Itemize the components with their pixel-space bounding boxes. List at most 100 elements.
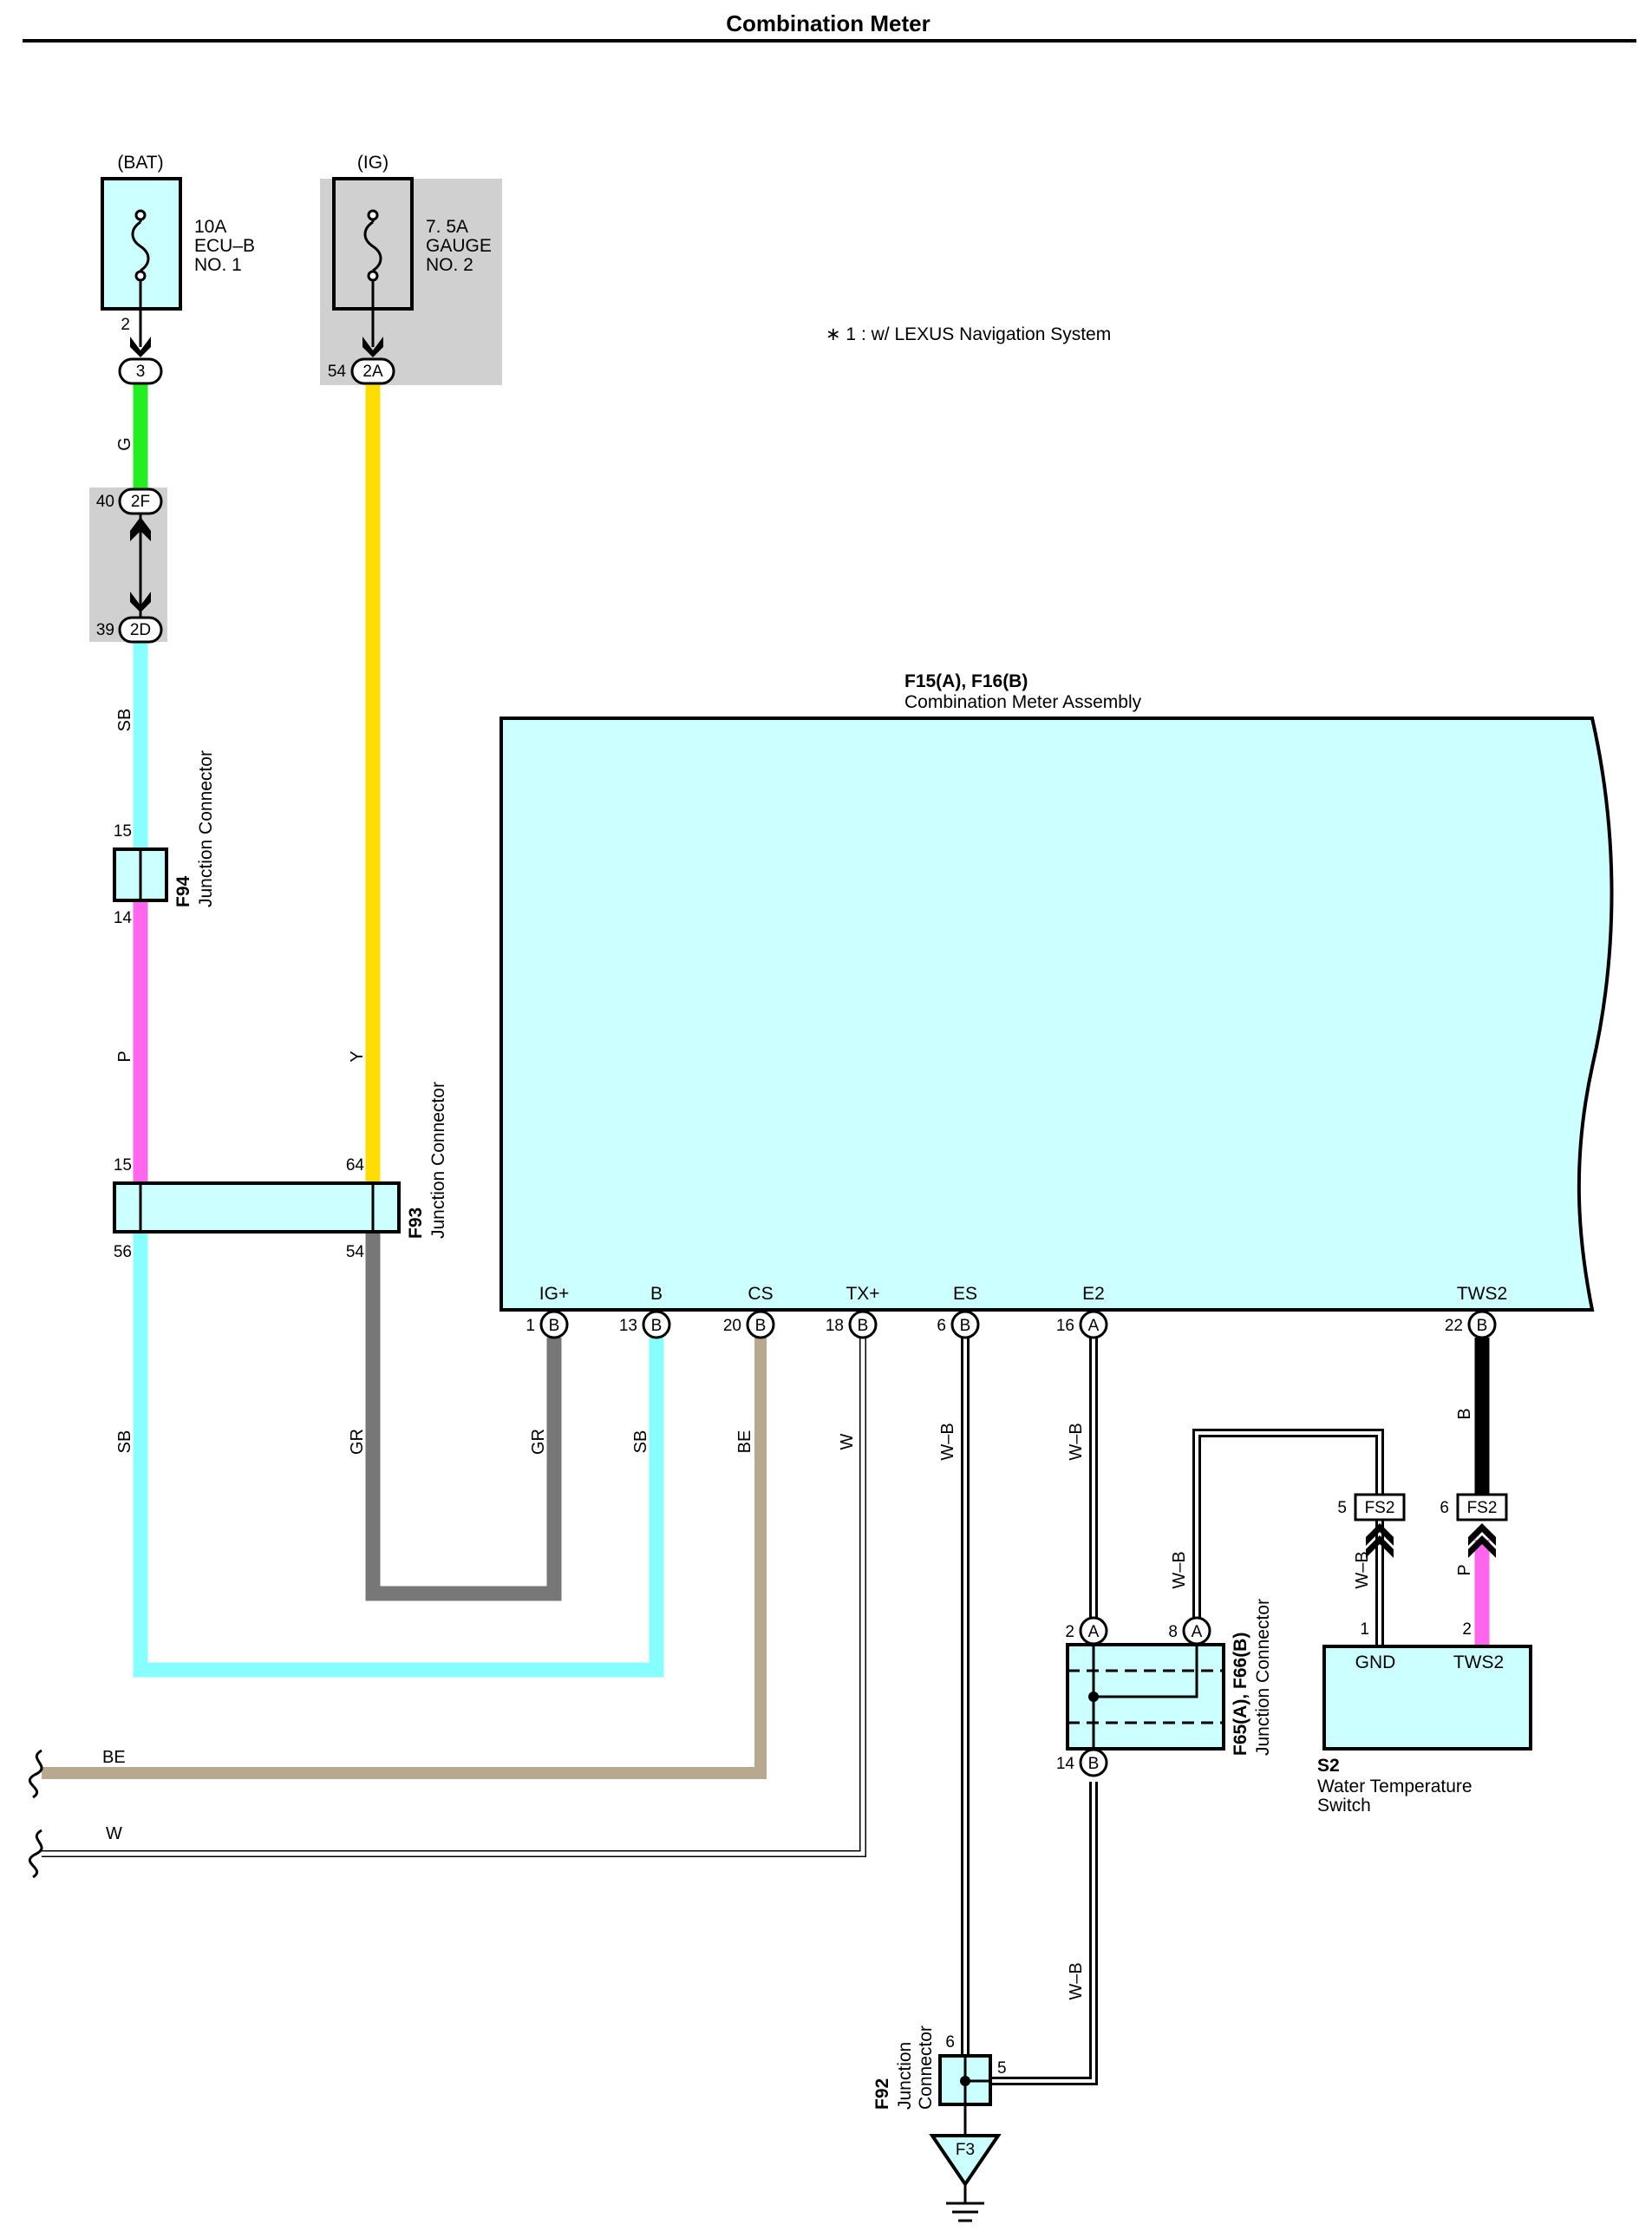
f93-pin-b-top: 64	[346, 1156, 365, 1175]
terminal-pin: 16	[1056, 1317, 1074, 1335]
f92-name1: Junction	[895, 2042, 915, 2110]
fuse1-name2: NO. 1	[194, 255, 242, 275]
connector-2f-arrow	[130, 517, 151, 541]
wire-wb-fs2	[1195, 1431, 1381, 1622]
terminal-tws2: TWS2 B 22	[1445, 1284, 1507, 1339]
terminal-conn: A	[1088, 1317, 1100, 1335]
fuse1-arrow	[130, 337, 151, 357]
fs2-connector-1-pin: 5	[1337, 1499, 1347, 1517]
terminal-circle	[539, 1310, 569, 1339]
f93-pin-b-bottom: 54	[346, 1243, 365, 1261]
wire-label-w-horizontal: W	[106, 1824, 122, 1843]
f93-code: F93	[406, 1207, 426, 1239]
fuse1-name1: ECU–B	[194, 236, 255, 256]
f65-pin2-num: 2	[1065, 1623, 1074, 1641]
note-text: ∗ 1 : w/ LEXUS Navigation System	[826, 324, 1111, 344]
fuse1-pin: 2	[121, 316, 130, 334]
terminal-name: CS	[748, 1284, 773, 1304]
f94-code: F94	[173, 875, 193, 907]
f93-name: Junction Connector	[428, 1082, 448, 1239]
wire-label-p-left: P	[115, 1050, 134, 1062]
terminal-pin: 6	[937, 1317, 946, 1335]
wire-label-be-horizontal: BE	[102, 1748, 126, 1767]
s2-name1: Water Temperature	[1317, 1777, 1472, 1796]
f65-pin14-circle	[1079, 1748, 1108, 1777]
connector-2f-pin: 40	[96, 493, 114, 511]
wire-label-g: G	[115, 437, 134, 451]
terminal-name: B	[650, 1284, 663, 1304]
f93-pin-a-bottom: 56	[114, 1243, 132, 1261]
wire-label-wb-f92: W–B	[1067, 1962, 1086, 1999]
f94-pin-bottom: 14	[114, 909, 133, 927]
f92-splice-dot	[960, 2076, 970, 2086]
f94-name: Junction Connector	[196, 750, 216, 907]
wire-w	[42, 1338, 865, 1856]
f92-pin-top: 6	[945, 2033, 955, 2052]
f65-name: Junction Connector	[1253, 1599, 1273, 1756]
terminal-e2: E2 A 16	[1056, 1284, 1108, 1339]
f65-pin8-num: 8	[1168, 1623, 1178, 1641]
terminal-conn: B	[960, 1317, 971, 1335]
connector-2d-id: 2D	[130, 621, 151, 639]
connector-2d-pin: 39	[96, 621, 114, 639]
f65-pin8-conn: A	[1192, 1623, 1203, 1641]
f92-code: F92	[872, 2078, 892, 2110]
meter-box	[500, 717, 1614, 1312]
fuse2-icon	[363, 220, 382, 272]
fs2-connector-1-id: FS2	[1365, 1499, 1395, 1517]
fs2-connector-2-pin: 6	[1440, 1499, 1449, 1517]
wire-be	[42, 1338, 767, 1779]
wire-break-be	[28, 1749, 43, 1799]
fuse1-connector	[118, 357, 163, 385]
wire-label-gr-left: GR	[348, 1429, 367, 1455]
fs2-arrow-1b	[1366, 1535, 1394, 1558]
s2-box	[1322, 1645, 1532, 1750]
terminal-pin: 1	[526, 1317, 535, 1335]
wire-gr-loop	[365, 1232, 562, 1601]
terminal-es: ES B 6	[937, 1284, 980, 1339]
terminal-circle	[950, 1310, 980, 1339]
wire-label-wb-es: W–B	[938, 1423, 957, 1460]
fs2-arrow-2b	[1468, 1535, 1496, 1558]
fuse2-name1: GAUGE	[426, 236, 492, 256]
fuse2-connector	[350, 357, 395, 385]
s2-name2: Switch	[1317, 1796, 1371, 1816]
wire-wb-f92-outline	[977, 1782, 1098, 2085]
fs2-connector-1	[1354, 1493, 1406, 1521]
s2-term-tws2: TWS2	[1453, 1652, 1504, 1672]
terminal-pin: 20	[723, 1317, 741, 1335]
f92-pin-right: 5	[997, 2059, 1007, 2078]
fuse1-icon	[131, 220, 150, 272]
wire-label-y: Y	[348, 1050, 367, 1062]
terminal-conn: B	[1477, 1317, 1488, 1335]
wire-label-gr-right: GR	[529, 1429, 548, 1455]
wire-break-w	[28, 1829, 43, 1879]
wire-sb-loop	[133, 1232, 664, 1678]
s2-code: S2	[1317, 1756, 1340, 1776]
meter-terminals: IG+ B 1 B B 13 CS B 20 TX+ B 18 ES B 6	[526, 1284, 1507, 1339]
wire-label-wb-gnd: W–B	[1353, 1551, 1372, 1588]
page-title: Combination Meter	[726, 10, 930, 36]
ground-f3-id: F3	[956, 2141, 975, 2159]
fuse2-rating: 7. 5A	[426, 217, 468, 237]
fuse2-arrow	[362, 337, 383, 357]
wire-label-sb-right: SB	[631, 1430, 650, 1454]
terminal-name: ES	[953, 1284, 977, 1304]
f94-pin-top: 15	[114, 822, 132, 841]
terminal-name: TWS2	[1457, 1284, 1507, 1304]
f65-splice-dot	[1088, 1692, 1099, 1702]
fs2-connector-2	[1456, 1493, 1508, 1521]
fuse1-connector-id: 3	[136, 363, 146, 381]
terminal-conn: B	[755, 1317, 767, 1335]
fs2-arrow-1a	[1366, 1523, 1394, 1546]
wire-label-sb-lower: SB	[115, 1430, 134, 1454]
terminal-b: B B 13	[619, 1284, 671, 1339]
f65-code: F65(A), F66(B)	[1231, 1633, 1250, 1756]
terminal-name: E2	[1082, 1284, 1105, 1304]
terminal-ig-plus: IG+ B 1	[526, 1284, 569, 1339]
terminal-conn: B	[549, 1317, 560, 1335]
wire-label-w-vertical: W	[838, 1433, 857, 1449]
f92-name2: Connector	[916, 2025, 936, 2110]
terminal-circle	[1467, 1310, 1497, 1339]
f93-pin-a-top: 15	[114, 1156, 132, 1175]
